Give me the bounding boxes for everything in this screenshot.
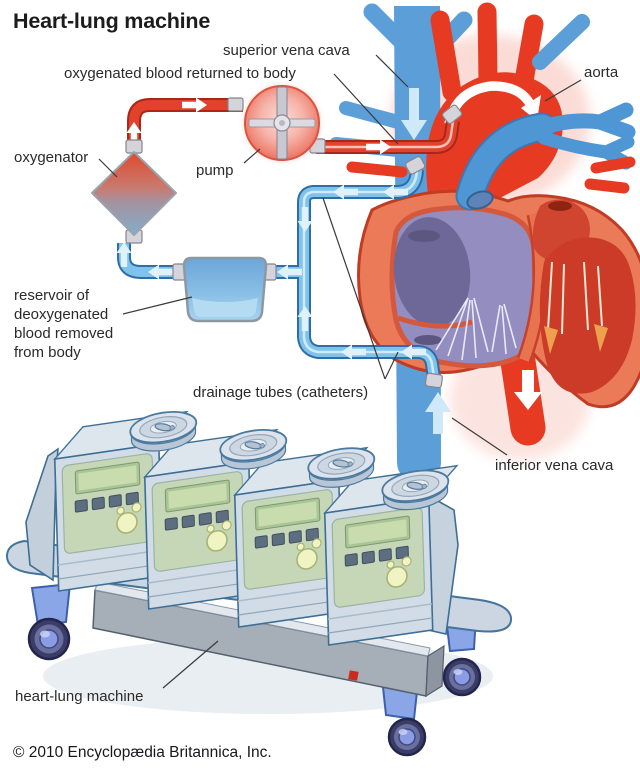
bypass-circuit [91, 85, 463, 389]
power-button [348, 670, 359, 681]
pulmonary-artery [455, 102, 636, 211]
label-line-aorta [544, 79, 582, 102]
page-title: Heart-lung machine [13, 9, 211, 33]
label-reservoir: reservoir of deoxygenated blood removed … [14, 287, 114, 361]
label-line-oxygenator [98, 158, 118, 178]
label-line-reservoir [122, 296, 193, 315]
pump-shape [244, 85, 320, 161]
aorta-catheter-tip [441, 104, 463, 125]
reservoir-shape [182, 256, 268, 323]
label-inferior-vena-cava: inferior vena cava [495, 457, 614, 474]
machine-left-face [25, 447, 59, 582]
heart-illustration [329, 2, 640, 480]
label-pump: pump [196, 162, 234, 179]
chordae-strings [435, 297, 517, 361]
label-aorta: aorta [584, 64, 619, 81]
wheel-right [442, 657, 482, 697]
valve-strings [547, 261, 603, 335]
label-lines [98, 54, 582, 689]
label-line-inferior-vena-cava [451, 417, 508, 456]
wheel-center [387, 717, 427, 757]
label-oxygenated-blood: oxygenated blood returned to body [64, 65, 296, 82]
label-drainage-tubes: drainage tubes (catheters) [193, 384, 369, 401]
aorta-down-arrow [514, 370, 542, 410]
copyright-notice: © 2010 Encyclopædia Britannica, Inc. [13, 744, 272, 761]
label-line-oxygenated-blood [333, 73, 399, 145]
label-line-pump [243, 148, 261, 164]
label-line-drainage-2 [384, 351, 399, 380]
svc-catheter-tip [405, 156, 426, 175]
label-line-drainage-1 [322, 197, 386, 380]
tube-connectors [125, 97, 463, 389]
label-line-superior-vena-cava [375, 54, 409, 88]
heart-body [357, 189, 640, 409]
casters [27, 582, 482, 757]
wheel-front-left [27, 617, 71, 661]
machine-illustration [5, 407, 512, 757]
oxygenated-tubes-shape [127, 98, 460, 154]
svc-flow-arrow [401, 88, 427, 140]
ivc-catheter-tip [424, 372, 443, 389]
label-superior-vena-cava: superior vena cava [223, 42, 350, 59]
label-line-machine [162, 640, 219, 689]
label-oxygenator: oxygenator [14, 149, 89, 166]
ivc-flow-arrow [425, 392, 451, 434]
label-heart-lung-machine: heart-lung machine [15, 688, 144, 705]
